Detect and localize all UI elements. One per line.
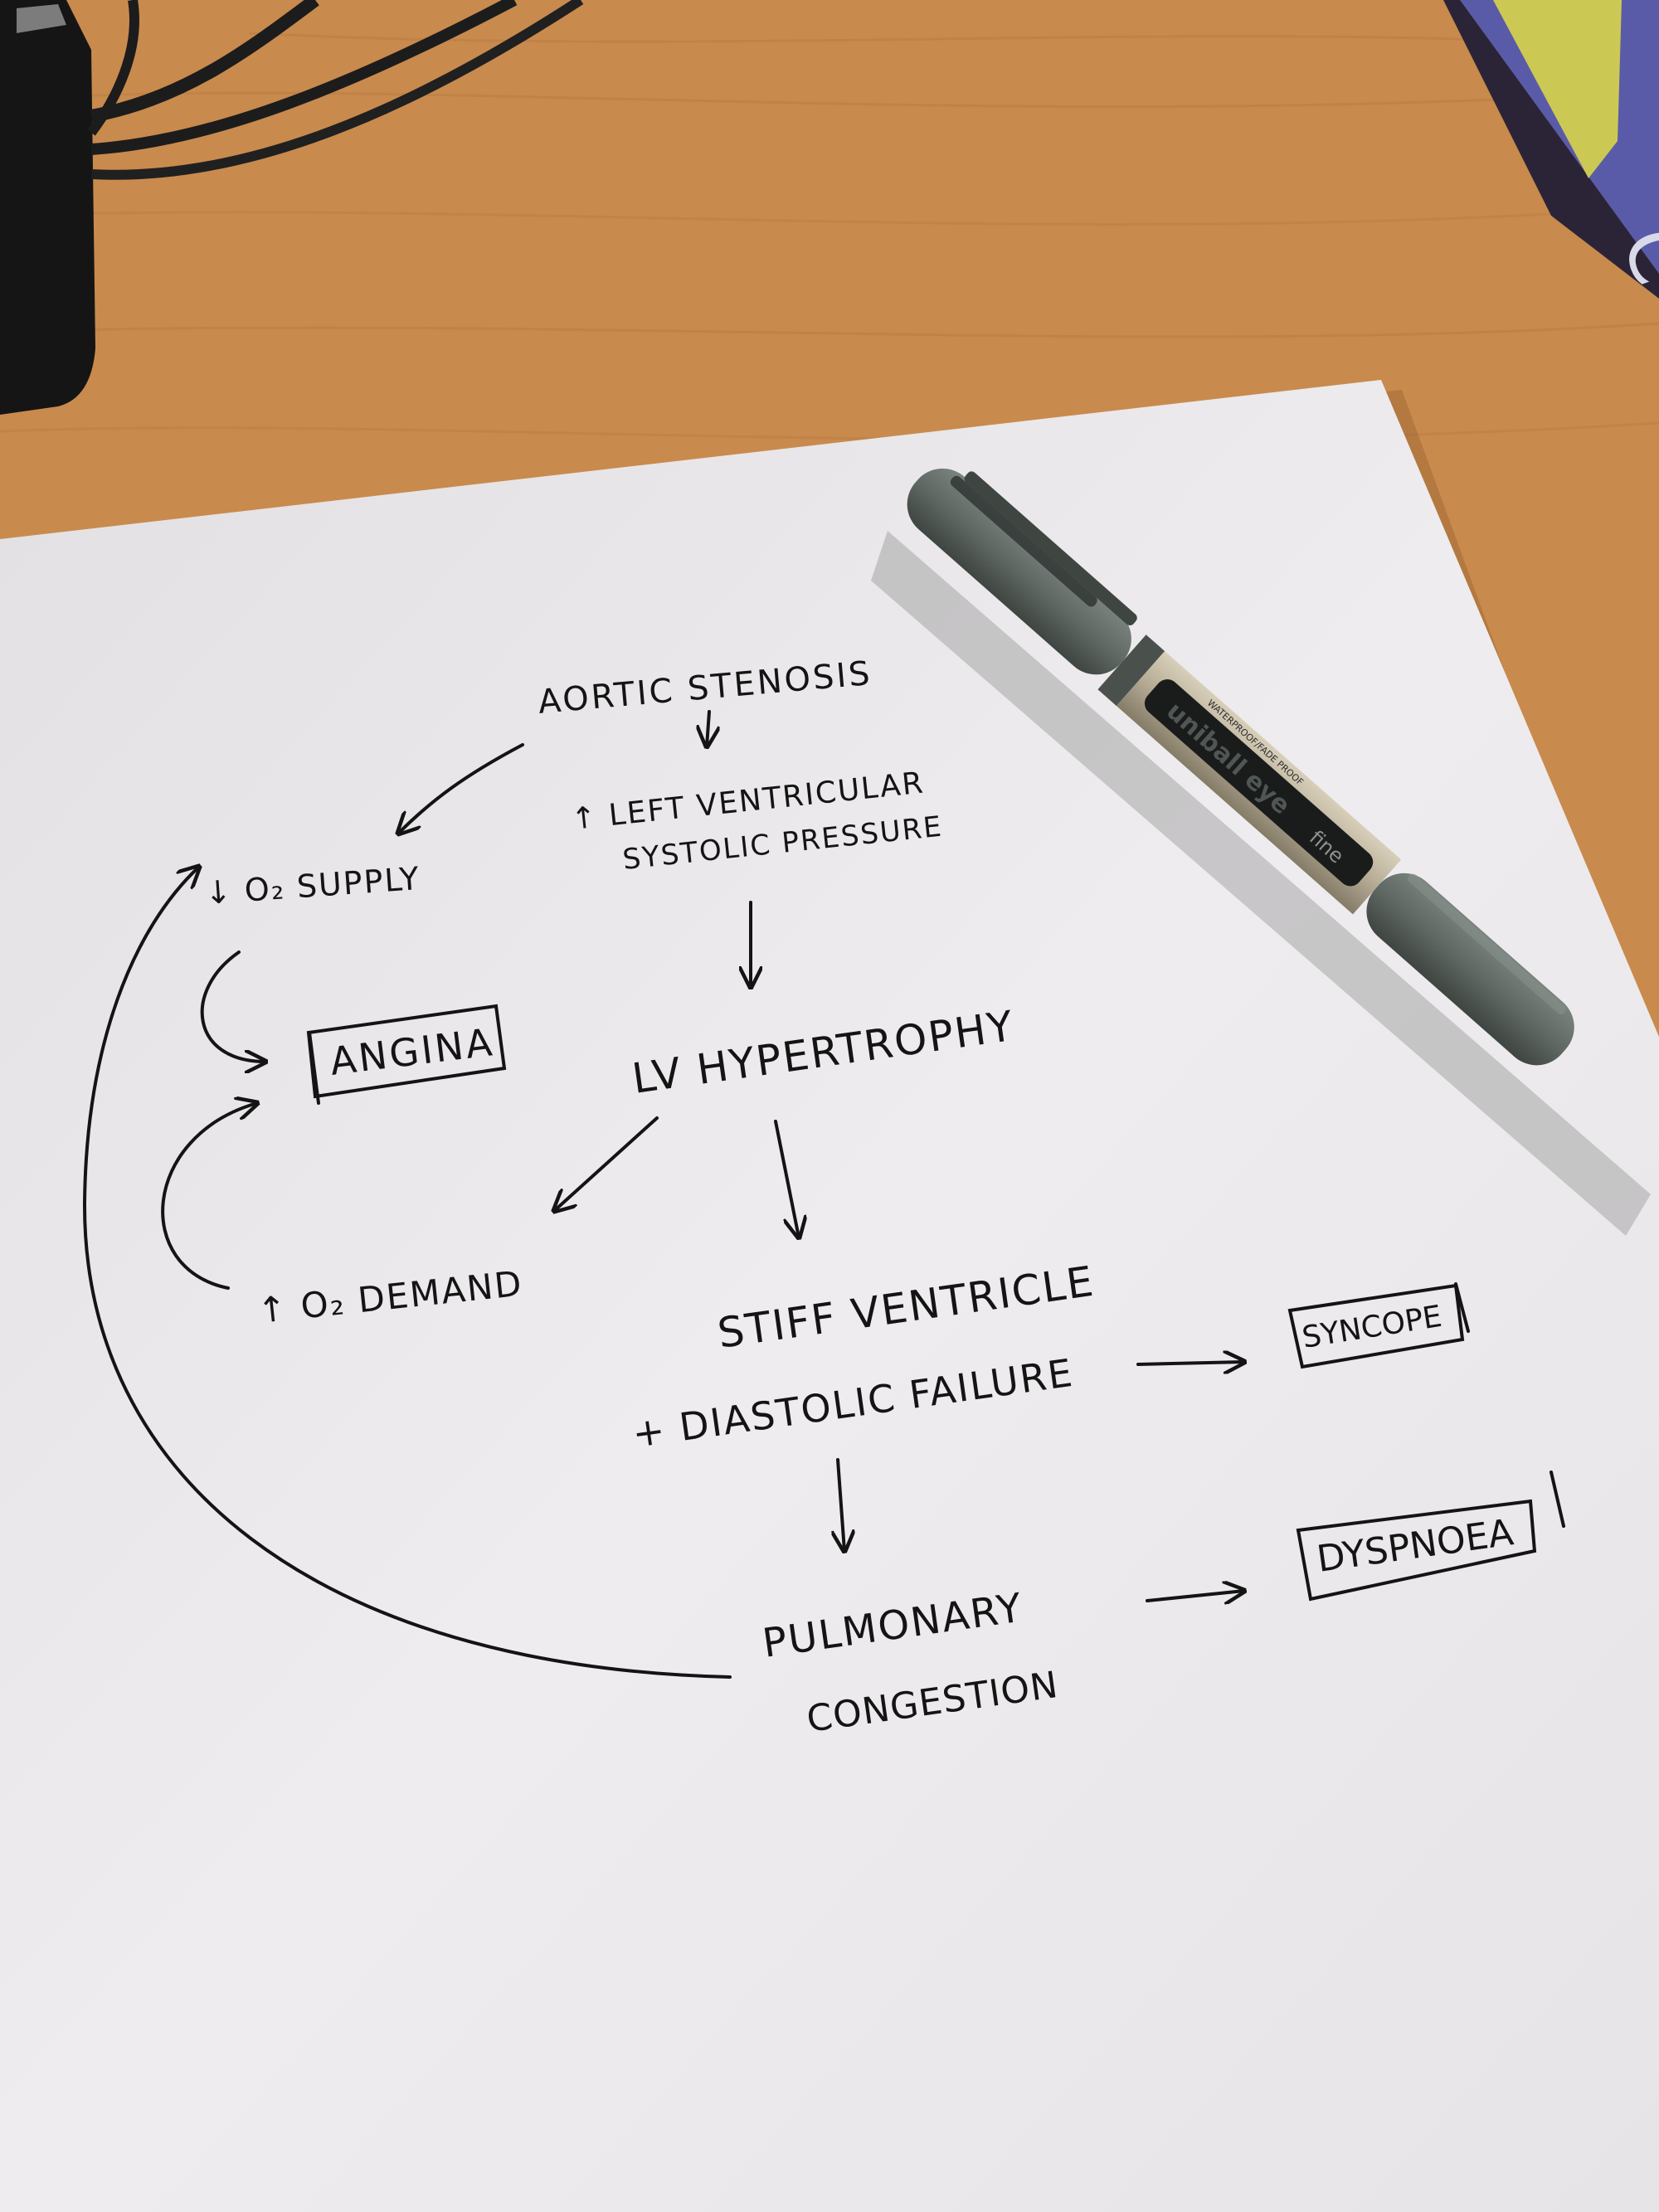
arrow-pulmonary-to-o2-supply [82, 867, 732, 1679]
desk-grain [0, 32, 1659, 441]
arrow-stenosis-to-pressure [707, 710, 709, 746]
arrow-stiff-to-syncope [1136, 1362, 1244, 1364]
arrow-pulmonary-to-dyspnoea [1146, 1591, 1244, 1601]
syncope-box-edge [1454, 1282, 1470, 1333]
cable-device [0, 0, 584, 415]
dyspnoea-box [1296, 1499, 1537, 1602]
arrow-stenosis-to-o2-supply [398, 743, 524, 834]
arrow-o2-supply-to-angina [200, 950, 265, 1062]
arrow-stiff-to-pulmonary [838, 1458, 844, 1551]
pen-shadow [871, 531, 1651, 1236]
angina-box [306, 1004, 507, 1099]
book: C [1443, 0, 1659, 299]
diagram [82, 710, 1565, 1679]
arrow-hypertrophy-to-stiff [774, 1120, 799, 1237]
dyspnoea-box-edge [1550, 1471, 1565, 1528]
syncope-box [1287, 1283, 1465, 1369]
pen: uniball eye fine WATERPROOF/FADE PROOF [907, 468, 1574, 1066]
arrow-o2-demand-to-angina [161, 1103, 257, 1290]
arrow-hypertrophy-to-o2-demand [554, 1116, 659, 1211]
angina-box-edge [308, 1031, 320, 1105]
